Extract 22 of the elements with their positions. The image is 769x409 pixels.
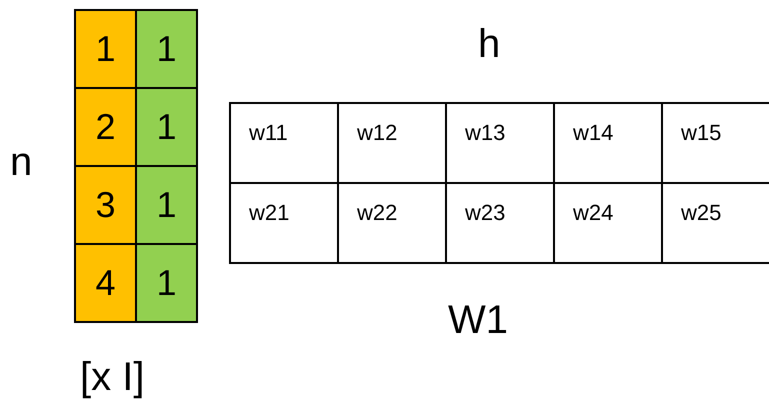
- weight-entry: w15: [681, 122, 722, 144]
- axis-label: n: [10, 142, 32, 182]
- matrix-cell: 1: [137, 11, 198, 89]
- matrix-cell: 1: [137, 245, 198, 323]
- matrix-label: [x I]: [80, 357, 144, 397]
- matrix-cell: 4: [76, 245, 137, 323]
- matrix-cell: 1: [76, 11, 137, 89]
- weight-entry: w12: [357, 122, 398, 144]
- weight-entry: w13: [465, 122, 506, 144]
- matrix-cell: 2: [76, 89, 137, 167]
- matrix-cell: 1: [137, 89, 198, 167]
- weight-entry: w21: [249, 202, 290, 224]
- weight-entry: w14: [573, 122, 614, 144]
- matrix-cell: 1: [137, 167, 198, 245]
- matrix-cell: 3: [76, 167, 137, 245]
- weight-entry: w23: [465, 202, 506, 224]
- weight-entry: w11: [249, 122, 288, 144]
- weight-entry: w22: [357, 202, 398, 224]
- weight-entry: w24: [573, 202, 614, 224]
- weight-entry: w25: [681, 202, 722, 224]
- matrix-label: W1: [448, 300, 508, 340]
- axis-label: h: [478, 24, 500, 64]
